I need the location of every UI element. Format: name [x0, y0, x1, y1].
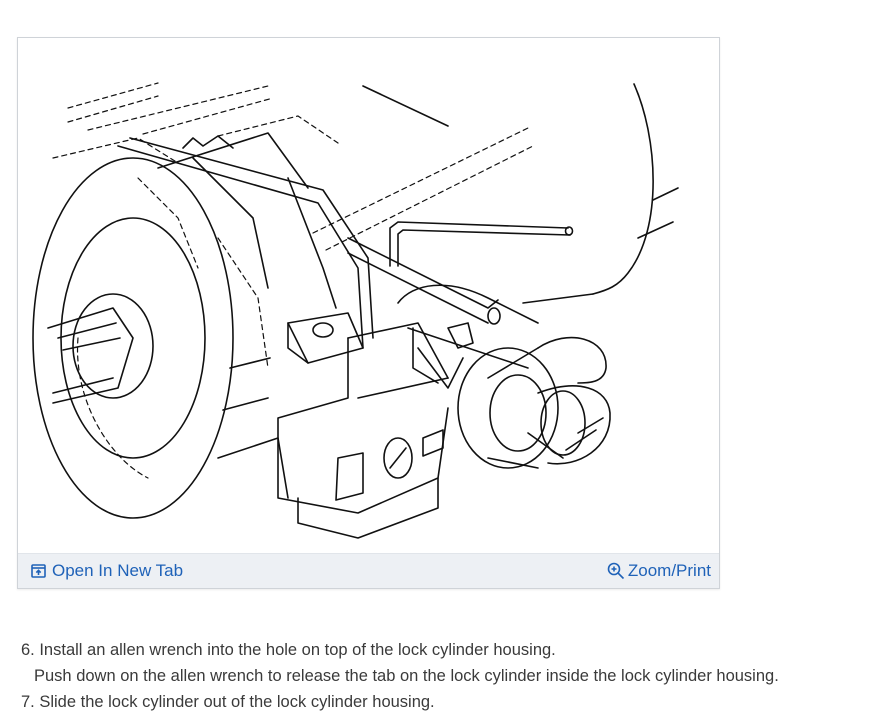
open-in-new-tab-label: Open In New Tab — [52, 561, 184, 580]
instruction-steps: 6. Install an allen wrench into the hole… — [21, 637, 779, 715]
step-6-text: 6. Install an allen wrench into the hole… — [21, 641, 556, 659]
figure-toolbar: Open In New Tab Zoom/Print — [18, 553, 719, 588]
open-in-new-tab-link[interactable]: Open In New Tab — [31, 554, 183, 588]
lock-cylinder-diagram[interactable] — [18, 38, 719, 553]
open-new-tab-icon — [31, 564, 46, 578]
zoom-print-link[interactable]: Zoom/Print — [607, 554, 711, 588]
zoom-print-label: Zoom/Print — [627, 561, 711, 580]
diagram-figure: Open In New Tab Zoom/Print — [17, 37, 720, 589]
step-7-text: 7. Slide the lock cylinder out of the lo… — [21, 693, 435, 711]
step-6-detail-text: Push down on the allen wrench to release… — [34, 667, 779, 685]
zoom-in-icon — [607, 562, 625, 580]
